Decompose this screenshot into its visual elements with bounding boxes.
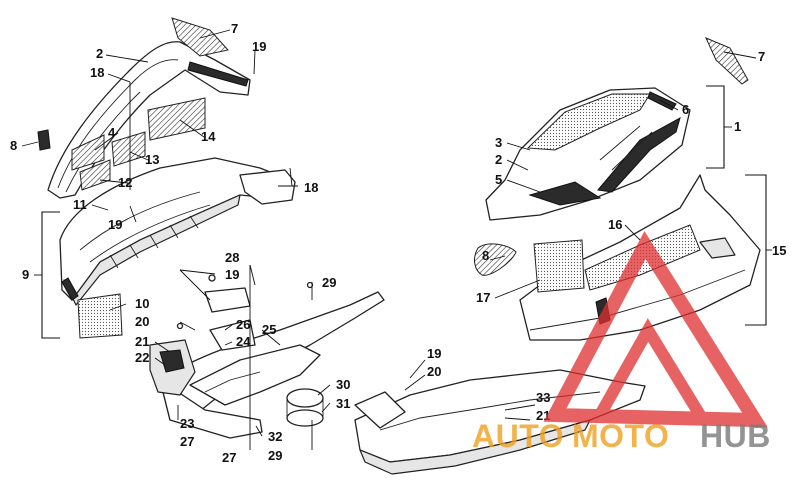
callout-7: 7 bbox=[758, 49, 765, 64]
callout-11: 11 bbox=[73, 197, 87, 212]
hood-panel-left bbox=[37, 17, 251, 199]
watermark-hub: HUB bbox=[700, 418, 771, 454]
watermark-moto: MOTO bbox=[572, 418, 669, 454]
callout-14: 14 bbox=[201, 129, 216, 144]
callout-10: 10 bbox=[135, 296, 149, 311]
callout-19: 19 bbox=[427, 346, 441, 361]
watermark-logo bbox=[543, 231, 768, 428]
watermark-auto: AUTO bbox=[472, 418, 564, 454]
callout-25: 25 bbox=[262, 322, 276, 337]
callout-33: 33 bbox=[536, 390, 550, 405]
callout-20: 20 bbox=[427, 364, 441, 379]
callout-17: 17 bbox=[476, 290, 490, 305]
leader-lines bbox=[21, 29, 772, 450]
callout-19: 19 bbox=[108, 217, 122, 232]
callout-18: 18 bbox=[304, 180, 318, 195]
callout-4: 4 bbox=[108, 125, 116, 140]
front-bumper-left bbox=[59, 157, 296, 339]
callout-29: 29 bbox=[322, 275, 336, 290]
callout-3: 3 bbox=[495, 135, 502, 150]
callout-labels: 2 7 19 18 8 4 13 14 12 11 19 18 9 10 28 … bbox=[10, 21, 786, 465]
callout-18: 18 bbox=[90, 65, 104, 80]
callout-27: 27 bbox=[180, 434, 194, 449]
callout-7: 7 bbox=[231, 21, 238, 36]
callout-26: 26 bbox=[236, 317, 250, 332]
belly-pan-center bbox=[149, 274, 385, 439]
callout-8: 8 bbox=[10, 138, 17, 153]
callout-23: 23 bbox=[180, 416, 194, 431]
callout-31: 31 bbox=[336, 396, 350, 411]
decal-14 bbox=[147, 97, 206, 141]
inner-triangle-icon bbox=[594, 318, 706, 419]
callout-9: 9 bbox=[22, 267, 29, 282]
callout-21: 21 bbox=[135, 334, 149, 349]
callout-6: 6 bbox=[682, 102, 689, 117]
callout-8: 8 bbox=[482, 248, 489, 263]
callout-16: 16 bbox=[608, 217, 622, 232]
decal-4 bbox=[71, 134, 105, 171]
callout-1: 1 bbox=[734, 119, 741, 134]
callout-27: 27 bbox=[222, 450, 236, 465]
callout-22: 22 bbox=[135, 350, 149, 365]
callout-13: 13 bbox=[145, 152, 159, 167]
callout-32: 32 bbox=[268, 429, 282, 444]
callout-12: 12 bbox=[118, 175, 132, 190]
decal-17 bbox=[533, 239, 585, 293]
decal-13 bbox=[111, 131, 146, 167]
callout-20: 20 bbox=[135, 314, 149, 329]
callout-2: 2 bbox=[96, 46, 103, 61]
decal-10 bbox=[77, 293, 123, 339]
callout-24: 24 bbox=[236, 334, 251, 349]
hood-panel-right bbox=[474, 37, 749, 276]
callout-30: 30 bbox=[336, 377, 350, 392]
callout-29: 29 bbox=[268, 448, 282, 463]
callout-15: 15 bbox=[772, 243, 786, 258]
watermark-text: AUTO MOTO HUB bbox=[472, 418, 771, 454]
callout-19: 19 bbox=[225, 267, 239, 282]
callout-5: 5 bbox=[495, 172, 502, 187]
decal-12 bbox=[79, 159, 111, 191]
callout-28: 28 bbox=[225, 250, 239, 265]
callout-19: 19 bbox=[252, 39, 266, 54]
warning-triangle-icon bbox=[543, 231, 768, 428]
callout-2: 2 bbox=[495, 152, 502, 167]
